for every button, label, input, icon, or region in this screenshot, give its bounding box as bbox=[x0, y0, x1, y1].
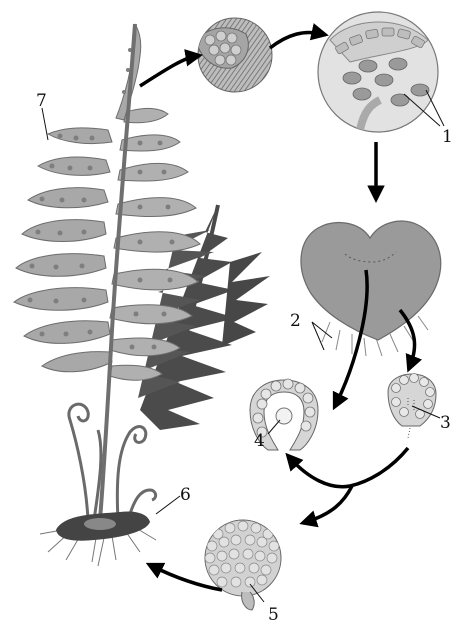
rhizome bbox=[40, 511, 156, 566]
label-5: 5 bbox=[268, 605, 279, 624]
sporangia-closeup bbox=[318, 12, 438, 132]
label-7: 7 bbox=[36, 91, 47, 111]
label-2: 2 bbox=[290, 311, 301, 331]
prothallus bbox=[301, 221, 441, 356]
label-3: 3 bbox=[440, 413, 451, 433]
spore-closeup bbox=[196, 18, 272, 92]
fiddleheads bbox=[69, 404, 156, 520]
young-sporophyte bbox=[205, 520, 281, 610]
label-6: 6 bbox=[180, 485, 191, 505]
label-4: 4 bbox=[254, 431, 265, 451]
label-1: 1 bbox=[442, 127, 453, 147]
antheridium bbox=[388, 374, 440, 439]
